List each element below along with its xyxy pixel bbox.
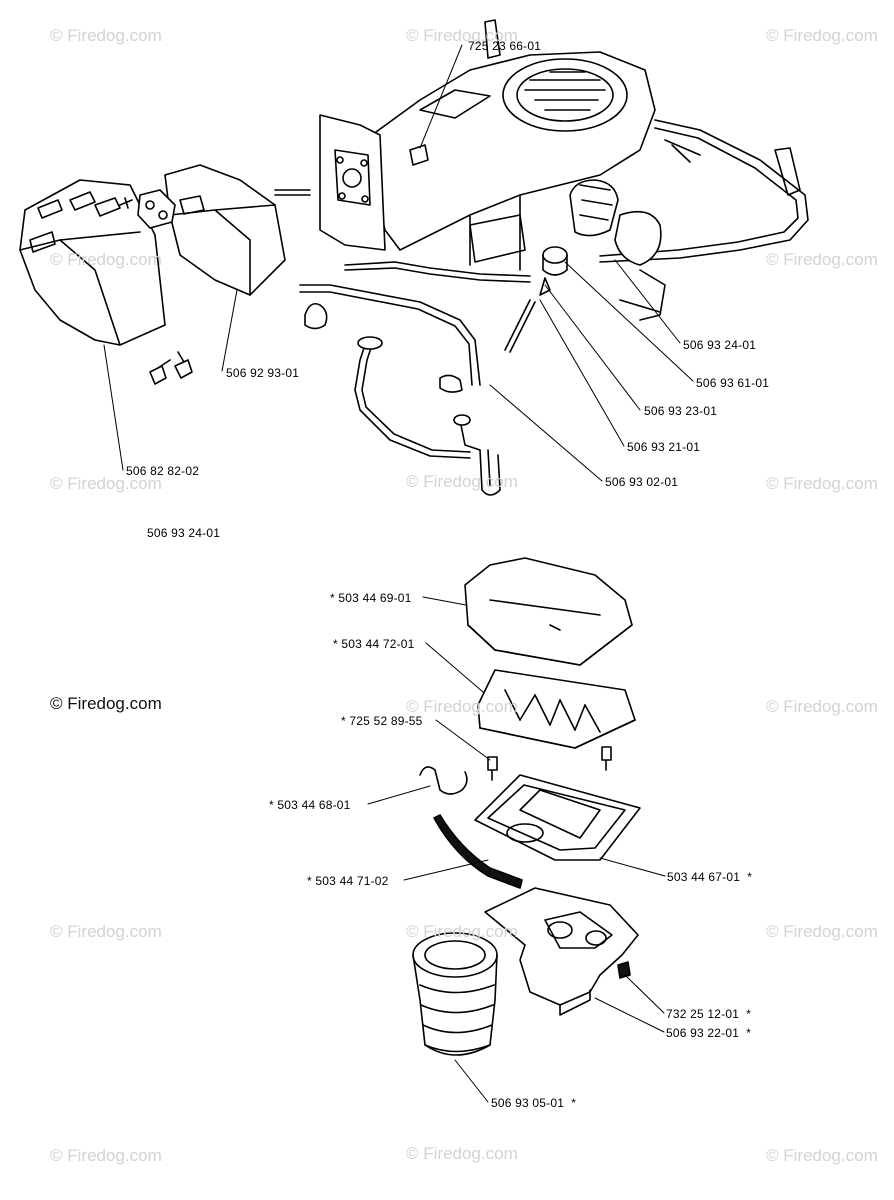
part-label-506930201: 506 93 02-01: [605, 475, 679, 489]
watermark-text: © Firedog.com: [766, 1146, 878, 1165]
part-label-503447102: * 503 44 71-02: [307, 874, 389, 888]
cover-503446901: [464, 557, 633, 666]
watermark-text: © Firedog.com: [406, 26, 518, 45]
watermark-text: © Firedog.com: [406, 472, 518, 491]
watermark-text: © Firedog.com: [766, 26, 878, 45]
part-number: 503 44 67-01: [667, 870, 741, 884]
part-label-503446901: * 503 44 69-01: [330, 591, 412, 605]
engine-bracket-plate: [319, 19, 501, 251]
part-number: 725 52 89-55: [349, 714, 423, 728]
part-label-503446701: 503 44 67-01 *: [667, 870, 752, 884]
part-label-506930501: 506 93 05-01 *: [491, 1096, 576, 1110]
watermark-text: © Firedog.com: [766, 697, 878, 716]
asterisk-marker: *: [269, 798, 274, 812]
hose-clamp-503446801: [419, 766, 468, 795]
part-label-506932101: 506 93 21-01: [627, 440, 701, 454]
part-number: 732 25 12-01: [666, 1007, 740, 1021]
part-label-503446801: * 503 44 68-01: [269, 798, 351, 812]
leader-lines: [103, 44, 694, 1103]
clamps: [304, 302, 463, 393]
watermark-text: © Firedog.com: [766, 250, 878, 269]
engine-frame-tube: [274, 119, 809, 321]
screws-725528955: [487, 746, 612, 781]
watermark-text: © Firedog.com: [406, 922, 518, 941]
fuel-line-tubes: [299, 284, 501, 496]
part-label-725528955: * 725 52 89-55: [341, 714, 423, 728]
part-number: 503 44 71-02: [315, 874, 389, 888]
air-filter-element: [164, 164, 286, 296]
watermark-text: © Firedog.com: [766, 922, 878, 941]
part-label-506932401-standalone: 506 93 24-01: [147, 526, 221, 540]
part-label-506932201: 506 93 22-01 *: [666, 1026, 751, 1040]
watermark-text: © Firedog.com: [50, 474, 162, 493]
part-number: 506 93 05-01: [491, 1096, 565, 1110]
watermark-text: © Firedog.com: [406, 697, 518, 716]
part-label-506929301: 506 92 93-01: [226, 366, 300, 380]
part-number: 503 44 69-01: [338, 591, 412, 605]
base-503446701: [474, 774, 641, 861]
fuel-filter-parts: [504, 246, 568, 353]
asterisk-marker: *: [747, 870, 753, 884]
wing-screws: [149, 351, 193, 385]
watermark-text: © Firedog.com: [50, 922, 162, 941]
watermark-text: © Firedog.com: [50, 1146, 162, 1165]
carburetor: [569, 179, 662, 266]
part-number: 506 93 22-01: [666, 1026, 740, 1040]
nut-732251201: [617, 961, 631, 979]
part-label-506936101: 506 93 61-01: [696, 376, 770, 390]
part-number: 503 44 68-01: [277, 798, 351, 812]
asterisk-marker: *: [307, 874, 312, 888]
asterisk-marker: *: [746, 1007, 752, 1021]
filter-element-503447201: [477, 669, 636, 749]
engine-shroud: [364, 51, 656, 271]
air-cleaner-cover: [19, 179, 166, 346]
asterisk-marker: *: [341, 714, 346, 728]
watermark-text: © Firedog.com: [50, 250, 162, 269]
part-number: 503 44 72-01: [341, 637, 415, 651]
part-label-506932401: 506 93 24-01: [683, 338, 757, 352]
part-label-506932301: 506 93 23-01: [644, 404, 718, 418]
asterisk-marker: *: [746, 1026, 752, 1040]
watermark-text: © Firedog.com: [50, 694, 162, 713]
asterisk-marker: *: [571, 1096, 577, 1110]
part-label-506828202: 506 82 82-02: [126, 464, 200, 478]
watermark-text: © Firedog.com: [406, 1144, 518, 1163]
part-label-503447201: * 503 44 72-01: [333, 637, 415, 651]
part-label-732251201: 732 25 12-01 *: [666, 1007, 751, 1021]
mounting-plate-506932201: [484, 887, 639, 1016]
watermark-text: © Firedog.com: [766, 474, 878, 493]
filter-cup-506930501: [412, 932, 498, 1056]
filter-bracket: [119, 189, 176, 229]
asterisk-marker: *: [330, 591, 335, 605]
watermark-text: © Firedog.com: [50, 26, 162, 45]
part-label-725236601: 725 23 66-01: [468, 39, 542, 53]
asterisk-marker: *: [333, 637, 338, 651]
gasket-503447102: [433, 814, 523, 889]
